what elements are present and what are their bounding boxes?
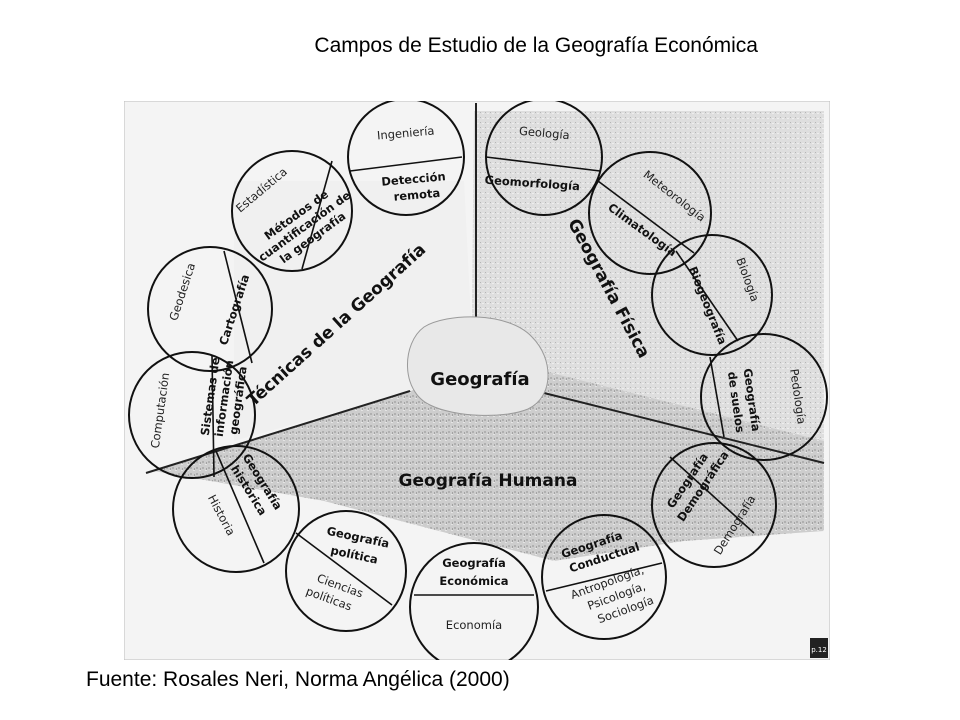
slide-title: Campos de Estudio de la Geografía Económ…	[314, 34, 758, 57]
center-blob	[407, 316, 549, 416]
inner-ingenieria: Detección remota	[381, 169, 446, 204]
inner-ingenieria-line-2: remota	[393, 186, 441, 204]
inner-economia-line-1: Geografía	[442, 556, 506, 570]
geography-fields-diagram: Ingeniería Geología Meteorología Biologí…	[124, 101, 830, 660]
inner-economia: Geografía Económica	[439, 556, 508, 588]
label-ingenieria: Ingeniería	[376, 124, 435, 143]
sector-dividers	[145, 103, 825, 474]
label-geologia: Geología	[518, 124, 570, 142]
label-economia: Economía	[446, 618, 502, 632]
ring-dividers	[211, 156, 755, 606]
inner-economia-line-2: Económica	[439, 574, 508, 588]
page-mark: p.12	[811, 646, 827, 654]
inner-ingenieria-line-1: Detección	[381, 169, 446, 189]
source-caption: Fuente: Rosales Neri, Norma Angélica (20…	[86, 668, 510, 691]
sector-humana-label: Geografía Humana	[399, 471, 578, 491]
inner-computacion: Sistemas de información geográfica	[198, 356, 250, 437]
page-mark-box	[810, 638, 828, 658]
center-label: Geografía	[430, 369, 529, 390]
sector-humana-shade	[154, 369, 824, 561]
ring-circles	[128, 101, 828, 660]
sector-fisica-shade	[472, 111, 824, 441]
inner-geologia: Geomorfología	[484, 173, 580, 194]
